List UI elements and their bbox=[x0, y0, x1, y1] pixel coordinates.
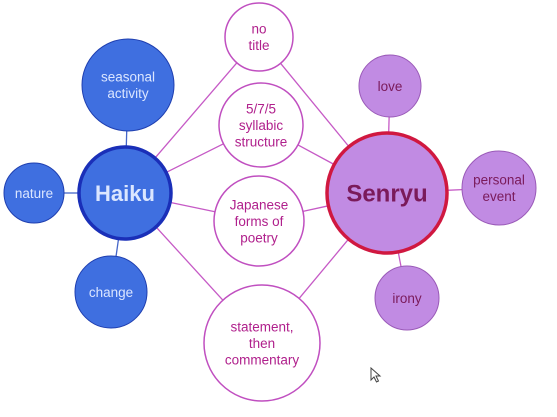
node-personal-event-circle bbox=[461, 150, 537, 226]
node-senryu-circle bbox=[325, 131, 449, 255]
node-japanese-forms-label-1: Japanese bbox=[230, 197, 289, 212]
node-japanese-forms-circle bbox=[213, 175, 305, 267]
mouse-cursor-icon bbox=[370, 367, 382, 383]
node-nature-circle bbox=[3, 162, 65, 224]
link-senryu-syllabic bbox=[297, 144, 335, 166]
node-senryu: Senryu bbox=[325, 131, 449, 255]
link-senryu-statement bbox=[298, 238, 350, 299]
node-irony: irony bbox=[374, 265, 440, 331]
node-syllabic-structure-label-3: structure bbox=[235, 134, 288, 149]
node-haiku-label-1: Haiku bbox=[95, 181, 155, 206]
link-senryu-personal bbox=[446, 189, 463, 191]
node-syllabic-structure-label-1: 5/7/5 bbox=[246, 101, 276, 116]
node-irony-label-1: irony bbox=[392, 291, 422, 306]
node-syllabic-structure-label-2: syllabic bbox=[239, 118, 284, 133]
node-statement-commentary-label-1: statement, bbox=[230, 319, 293, 334]
node-irony-circle bbox=[374, 265, 440, 331]
node-haiku: Haiku bbox=[77, 145, 173, 241]
node-nature-label-1: nature bbox=[15, 186, 53, 201]
node-personal-event-label-2: event bbox=[482, 189, 515, 204]
node-no-title-label-2: title bbox=[248, 38, 269, 53]
node-senryu-label-1: Senryu bbox=[346, 181, 427, 208]
connector-lines bbox=[64, 62, 463, 301]
node-japanese-forms-label-3: poetry bbox=[240, 230, 278, 245]
node-syllabic-structure-circle bbox=[218, 82, 304, 168]
node-change-label-1: change bbox=[89, 285, 133, 300]
node-japanese-forms-label-2: forms of bbox=[235, 214, 284, 229]
node-no-title-circle bbox=[224, 2, 294, 72]
node-love-circle bbox=[358, 54, 422, 118]
node-seasonal-activity-label-1: seasonal bbox=[101, 70, 155, 85]
node-nature: nature bbox=[3, 162, 65, 224]
link-senryu-title bbox=[280, 62, 350, 148]
node-statement-commentary-label-2: then bbox=[249, 336, 275, 351]
node-seasonal-activity-label-2: activity bbox=[107, 86, 149, 101]
node-change-circle bbox=[74, 255, 148, 329]
node-seasonal-activity-circle bbox=[81, 38, 175, 132]
node-statement-commentary-label-3: commentary bbox=[225, 352, 300, 367]
link-senryu-forms bbox=[302, 205, 329, 213]
node-statement-commentary-circle bbox=[203, 284, 321, 402]
link-haiku-title bbox=[154, 62, 238, 159]
link-haiku-syllabic bbox=[165, 143, 224, 174]
link-senryu-irony bbox=[397, 251, 402, 267]
link-haiku-forms bbox=[169, 201, 216, 213]
link-haiku-change bbox=[115, 238, 120, 257]
node-no-title-label-1: no bbox=[251, 22, 266, 37]
node-change: change bbox=[74, 255, 148, 329]
node-love-label-1: love bbox=[378, 79, 403, 94]
link-haiku-statement bbox=[155, 226, 224, 301]
node-haiku-circle bbox=[77, 145, 173, 241]
node-personal-event-label-1: personal bbox=[473, 173, 525, 188]
node-love: love bbox=[358, 54, 422, 118]
